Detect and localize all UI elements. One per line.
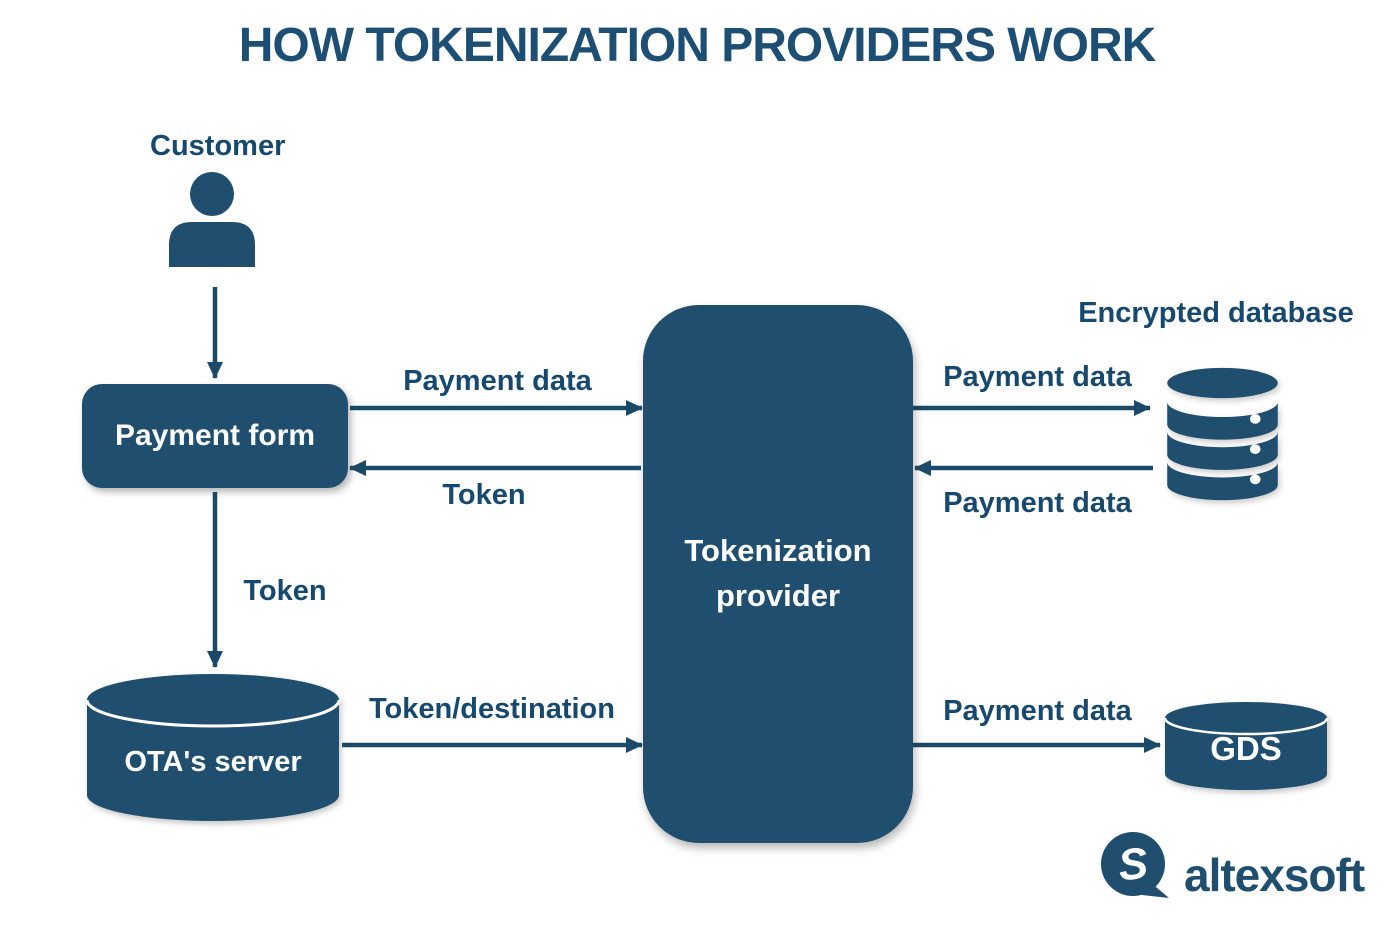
payment-form-node: Payment form: [82, 384, 348, 488]
altexsoft-logo-icon: S: [1101, 832, 1169, 898]
ota-server-cylinder-icon: [85, 674, 341, 821]
encrypted-database-label: Encrypted database: [1078, 297, 1354, 329]
brand-logo: S altexsoft: [1098, 830, 1365, 902]
edge-label-token-return: Token: [442, 479, 526, 511]
gds-node: GDS: [1162, 700, 1330, 792]
tokenization-provider-label: Tokenization provider: [684, 533, 872, 613]
tokenization-provider-node: Tokenization provider: [643, 305, 913, 843]
gds-label: GDS: [1210, 730, 1282, 767]
altexsoft-logo-mark: S: [1116, 839, 1150, 891]
edge-label-payment-data-to-gds: Payment data: [943, 695, 1132, 727]
customer-label: Customer: [150, 130, 286, 162]
ota-server-label: OTA's server: [124, 746, 302, 778]
edge-label-token-down: Token: [243, 575, 327, 607]
edge-label-payment-data-to-db: Payment data: [943, 361, 1132, 393]
payment-form-label: Payment form: [114, 419, 316, 452]
customer-person-icon: [169, 172, 255, 267]
edge-label-token-destination: Token/destination: [369, 693, 615, 725]
edge-label-payment-data-from-db: Payment data: [943, 487, 1132, 519]
gds-cylinder-icon: [1163, 702, 1329, 790]
altexsoft-logo-text: altexsoft: [1184, 849, 1365, 901]
edge-label-payment-data-left: Payment data: [403, 365, 592, 397]
ota-server-node: OTA's server: [84, 672, 342, 824]
diagram-title: HOW TOKENIZATION PROVIDERS WORK: [238, 19, 1157, 72]
encrypted-database-icon: [1167, 367, 1278, 501]
